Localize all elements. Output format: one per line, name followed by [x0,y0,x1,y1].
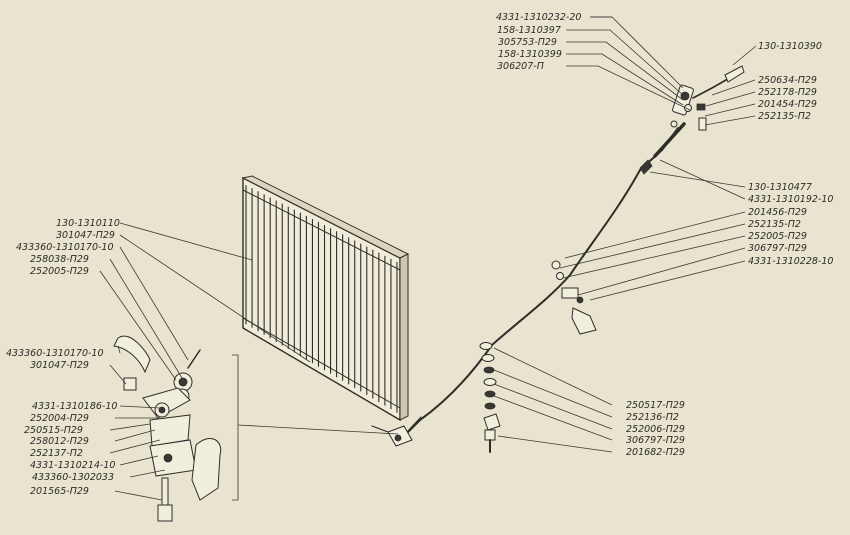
part-label: 252005-П29 [30,266,89,277]
part-label: 252137-П2 [30,448,83,459]
part-label: 4331-1310186-10 [32,401,117,412]
part-label: 250634-П29 [758,75,817,86]
part-label: 158-1310397 [497,25,561,36]
top-lever-assembly [639,65,745,175]
part-label: 306207-П [497,61,544,72]
part-label: 433360-1310170-10 [6,348,104,359]
part-label: 201565-П29 [30,486,89,497]
part-label: 252135-П2 [748,219,801,230]
part-label: 252004-П29 [30,413,89,424]
part-label: 4331-1310192-10 [748,194,833,205]
part-label: 306797-П29 [748,243,807,254]
part-label: 4331-1310214-10 [30,460,115,471]
part-label: 305753-П29 [498,37,557,48]
part-label: 301047-П29 [56,230,115,241]
left-mount-assembly [113,335,222,522]
part-label: 258038-П29 [30,254,89,265]
part-label: 258012-П29 [30,436,89,447]
part-label: 252178-П29 [758,87,817,98]
leader-lines [99,16,757,501]
part-label: 4331-1310232-20 [496,12,581,23]
part-label: 252006-П29 [626,424,685,435]
mid-cable-clamp [551,260,597,335]
part-label: 252135-П2 [758,111,811,122]
control-cable [402,122,686,438]
part-label: 4331-1310228-10 [748,256,833,267]
part-label: 130-1310110 [56,218,120,229]
part-label: 433360-1310170-10 [16,242,114,253]
part-label: 158-1310399 [498,49,562,60]
heater-radiator [241,175,410,422]
part-label: 301047-П29 [30,360,89,371]
part-label: 250515-П29 [24,425,83,436]
part-label: 130-1310477 [748,182,812,193]
part-label: 306797-П29 [626,435,685,446]
fastener-stack [479,342,501,453]
part-label: 252005-П29 [748,231,807,242]
part-label: 433360-1302033 [32,472,114,483]
part-label: 201456-П29 [748,207,807,218]
cable-end-fitting [371,425,413,447]
part-number-labels: 4331-1310232-20 158-1310397 305753-П29 1… [6,12,833,497]
part-label: 201454-П29 [758,99,817,110]
part-label: 201682-П29 [626,447,685,458]
part-label: 252136-П2 [626,412,679,423]
part-label: 250517-П29 [626,400,685,411]
part-label: 130-1310390 [758,41,822,52]
